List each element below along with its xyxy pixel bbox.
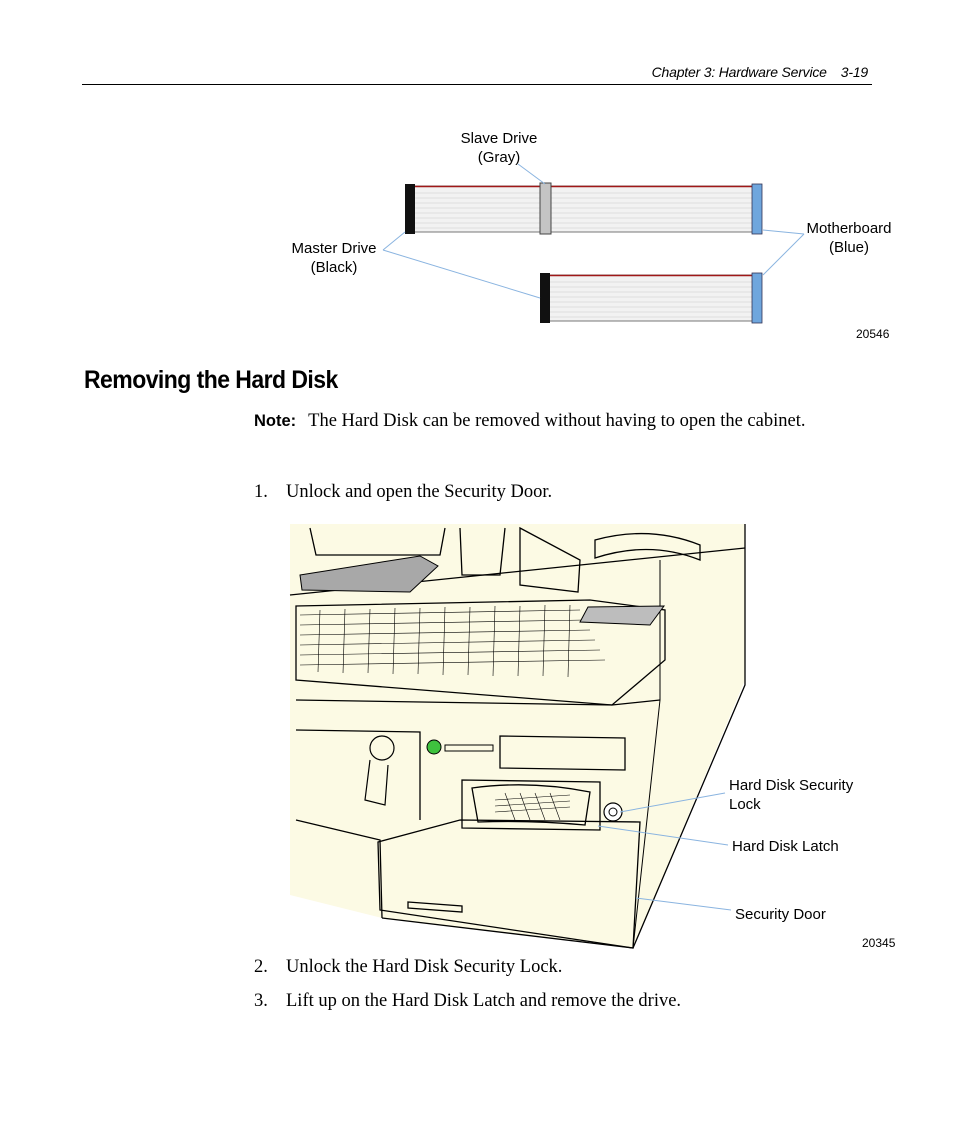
motherboard-leader-line-top bbox=[762, 229, 805, 235]
master-connector-top bbox=[405, 184, 415, 234]
master-leader-line-top bbox=[382, 231, 406, 251]
note-text: The Hard Disk can be removed without hav… bbox=[308, 411, 806, 431]
gray-panel-right bbox=[579, 605, 665, 626]
figure-number-cables: 20546 bbox=[856, 327, 890, 341]
motherboard-connector-bottom bbox=[751, 272, 763, 324]
security-door-label: Security Door bbox=[735, 906, 826, 923]
page-number: 3-19 bbox=[840, 64, 868, 80]
power-indicator bbox=[426, 739, 442, 755]
slave-leader-line bbox=[517, 163, 546, 185]
gray-panel-left bbox=[299, 555, 439, 593]
step-2: 2.Unlock the Hard Disk Security Lock. bbox=[254, 957, 563, 977]
latch-leader-line bbox=[597, 825, 729, 846]
hard-disk-lock bbox=[603, 802, 623, 822]
motherboard-label: Motherboard (Blue) bbox=[806, 220, 892, 256]
top-cable-ribbon bbox=[409, 185, 761, 233]
step-1: 1.Unlock and open the Security Door. bbox=[254, 482, 553, 502]
header-rule bbox=[82, 84, 872, 85]
door-leader-line bbox=[635, 897, 732, 911]
slave-drive-label: Slave Drive (Gray) bbox=[460, 130, 538, 166]
figure-number-terminal: 20345 bbox=[862, 936, 896, 950]
cable-diagram bbox=[382, 163, 805, 324]
motherboard-connector-top bbox=[751, 183, 763, 235]
chapter-title: Chapter 3: Hardware Service bbox=[651, 64, 827, 80]
motherboard-leader-line-bottom bbox=[762, 233, 805, 276]
running-header: Chapter 3: Hardware Service 3-19 bbox=[0, 64, 869, 80]
hard-disk-latch-label: Hard Disk Latch bbox=[732, 838, 839, 855]
note-label: Note: bbox=[254, 412, 297, 430]
section-title: Removing the Hard Disk bbox=[84, 366, 338, 394]
lock-leader-line bbox=[619, 792, 726, 813]
note-paragraph: Note: The Hard Disk can be removed withou… bbox=[254, 409, 854, 434]
master-leader-line-bottom bbox=[382, 249, 541, 299]
master-connector-bottom bbox=[540, 273, 550, 323]
step-3: 3.Lift up on the Hard Disk Latch and rem… bbox=[254, 991, 682, 1011]
slave-connector bbox=[539, 182, 552, 235]
hard-disk-security-lock-label: Hard Disk Security Lock bbox=[729, 777, 854, 813]
master-drive-label: Master Drive (Black) bbox=[291, 240, 377, 276]
